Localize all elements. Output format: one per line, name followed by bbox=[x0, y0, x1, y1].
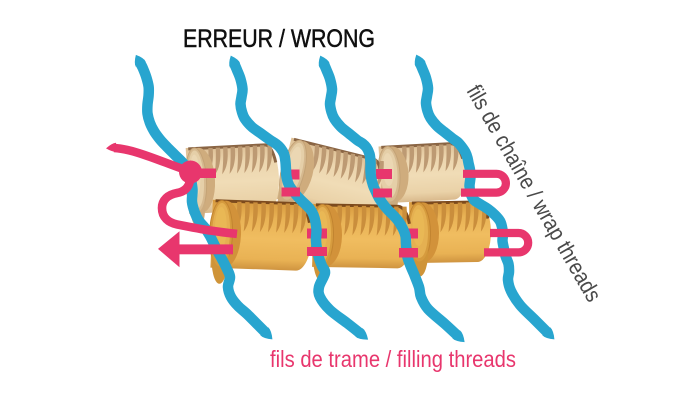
svg-text:ERREUR / WRONG: ERREUR / WRONG bbox=[183, 25, 375, 53]
svg-text:fils de trame / filling thread: fils de trame / filling threads bbox=[270, 346, 516, 372]
